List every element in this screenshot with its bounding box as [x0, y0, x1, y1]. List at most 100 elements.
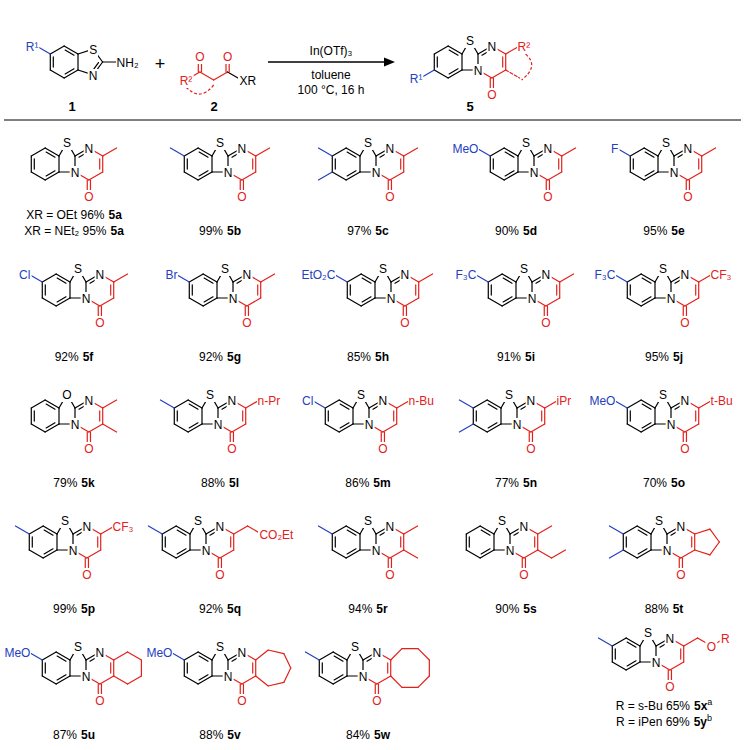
bond-line — [503, 278, 512, 283]
bond-line — [214, 72, 228, 80]
yield-text: XR = NEt₂ 95% — [24, 224, 106, 238]
yield-text: 88% — [645, 602, 669, 616]
compound-number: 5x — [694, 699, 707, 713]
yield-text: R = iPen 69% — [616, 715, 690, 729]
bond-line — [189, 534, 190, 550]
bond-line — [340, 423, 349, 428]
bond-line — [490, 172, 504, 180]
atom-label: N — [386, 292, 397, 306]
atom-label-holder: O — [226, 440, 237, 456]
atom-label-holder: N — [680, 266, 691, 282]
bond-line — [362, 278, 371, 283]
substituent-label: R — [720, 632, 731, 646]
bond-line — [473, 408, 474, 424]
bond-line — [42, 298, 56, 306]
atom-label: N — [81, 670, 92, 684]
atom-label-holder: N — [665, 630, 676, 646]
bond-line — [189, 404, 198, 409]
bond-line — [383, 424, 397, 432]
yield-text: 85% — [347, 350, 371, 364]
atom-label: O — [236, 190, 247, 204]
bond-line — [184, 652, 198, 660]
atom-label: N — [358, 670, 369, 684]
atom-label-holder: N — [683, 140, 694, 156]
atom-label-holder: O — [486, 86, 497, 102]
bond-line — [476, 411, 477, 421]
bond-line — [638, 530, 647, 535]
bond-line — [469, 537, 470, 547]
atom-label: N — [385, 520, 396, 534]
substituent-label-holder: MeO — [3, 644, 31, 660]
compound-number: 5a — [109, 208, 122, 222]
bond-line — [347, 152, 356, 157]
atom-label: O — [94, 316, 105, 330]
bond-line — [319, 660, 320, 676]
bond-line — [201, 408, 202, 424]
atom-label-holder: S — [205, 386, 215, 402]
bond-line — [165, 537, 166, 547]
yield-text: 94% — [348, 602, 372, 616]
substituent-label-holder: R¹ — [25, 38, 40, 54]
atom-label: S — [658, 388, 668, 402]
atom-label-holder: N — [371, 164, 382, 180]
bond-line — [110, 285, 111, 295]
atom-label: S — [205, 388, 215, 402]
bond-line — [44, 549, 53, 554]
footnote-mark: a — [707, 697, 712, 707]
atom-label-holder: N — [669, 164, 680, 180]
bond-line — [650, 534, 651, 550]
condition-text-holder: 100 °C, 16 h — [297, 81, 366, 97]
atom-label: S — [350, 640, 360, 654]
atom-label-holder: NH₂ — [116, 54, 140, 70]
bond-line — [204, 297, 213, 302]
atom-label: O — [525, 442, 536, 456]
bond-line — [546, 298, 560, 306]
bond-line — [34, 411, 35, 421]
bond-line — [623, 550, 637, 558]
separator-line — [4, 120, 741, 121]
bond-line — [688, 172, 702, 180]
bond-line — [684, 638, 698, 646]
bond-line — [534, 537, 535, 547]
bond-line — [538, 550, 552, 558]
atom-label-holder: N — [70, 416, 81, 432]
bond-line — [268, 682, 284, 686]
bond-line — [434, 46, 448, 54]
bond-line — [710, 529, 719, 542]
bond-line — [642, 278, 651, 283]
bond-line — [340, 404, 349, 409]
bond-line — [42, 660, 43, 676]
bond-line — [473, 424, 487, 432]
atom-label-holder: O — [542, 188, 553, 204]
bond-line — [242, 172, 256, 180]
atom-label: N — [364, 418, 375, 432]
bond-line — [404, 526, 418, 534]
reagent-label-holder: In(OTf)₃ — [309, 42, 354, 58]
bond-line — [437, 57, 438, 67]
bond-line — [50, 46, 64, 54]
bond-line — [505, 152, 514, 157]
compound-caption: 88% 5t — [645, 602, 684, 616]
bond-line — [46, 423, 55, 428]
bond-line — [332, 156, 333, 172]
substituent-label: R¹ — [25, 40, 40, 54]
bond-line — [352, 408, 353, 424]
compound-number: 5t — [673, 602, 684, 616]
atom-label-holder: S — [497, 512, 507, 528]
atom-label: S — [215, 136, 225, 150]
atom-label-holder: N — [473, 62, 484, 78]
compound-number: 5d — [523, 224, 537, 238]
bond-line — [683, 646, 684, 662]
atom-label-holder: N — [88, 67, 99, 83]
atom-label: NH₂ — [116, 56, 140, 70]
bond-line — [335, 537, 336, 547]
bond-line — [559, 282, 560, 298]
bond-line — [334, 675, 343, 680]
bond-line — [488, 298, 502, 306]
atom-label: N — [84, 142, 95, 156]
atom-label: N — [84, 394, 95, 408]
atom-label-holder: O — [679, 314, 690, 330]
bond-line — [698, 408, 699, 424]
bond-line — [114, 676, 128, 684]
bond-line — [45, 285, 46, 295]
